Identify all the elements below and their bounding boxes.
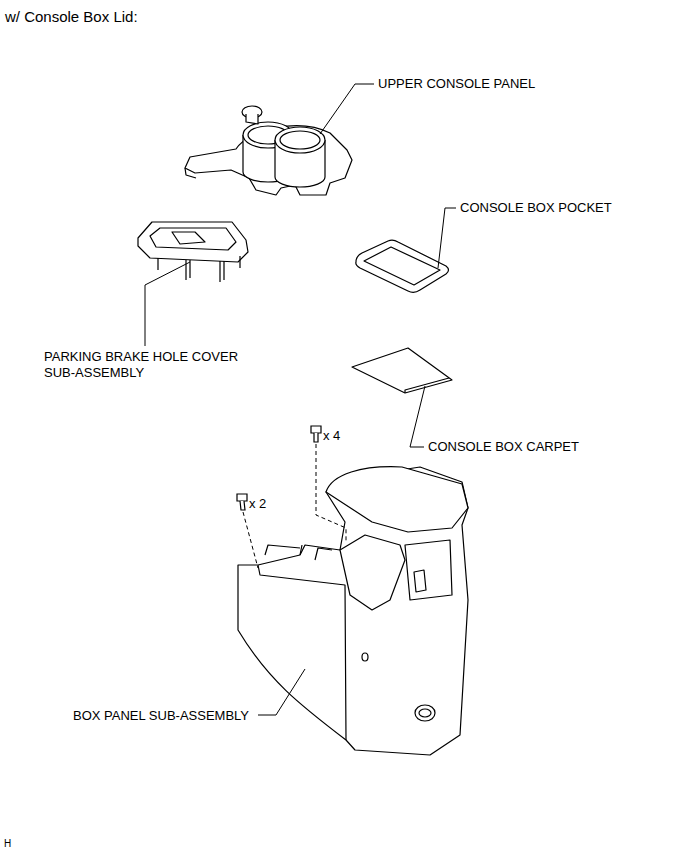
bolt-shank <box>314 433 318 442</box>
panel-outline <box>238 467 468 755</box>
bolt-shank <box>240 501 245 510</box>
leader-line <box>410 386 425 447</box>
leader-lines <box>145 84 456 715</box>
panel-recess <box>340 535 405 610</box>
pocket-outline <box>356 240 449 292</box>
panel-window <box>405 540 452 600</box>
quantity-note: x 2 <box>249 496 266 512</box>
upper-console-panel <box>185 106 352 195</box>
leader-line <box>145 262 190 346</box>
panel-brackets <box>265 545 332 560</box>
console-box-pocket <box>356 240 449 292</box>
panel-edge <box>258 565 346 740</box>
cover-body <box>138 222 248 262</box>
quantity-note: x 4 <box>323 428 340 444</box>
panel-switch <box>414 570 426 592</box>
install-guides <box>243 444 346 568</box>
part-name: CONSOLE BOX POCKET <box>460 200 612 216</box>
dashed-guide <box>316 444 346 542</box>
figure-code: H <box>4 838 11 850</box>
part-name: PARKING BRAKE HOLE COVER SUB-ASSEMBLY <box>44 349 259 381</box>
panel-edge <box>185 168 196 178</box>
part-name: UPPER CONSOLE PANEL <box>378 76 535 92</box>
parking-brake-hole-cover <box>138 222 248 282</box>
leader-line <box>320 84 374 134</box>
armrest-lid <box>326 467 468 532</box>
knob-stem <box>246 114 258 124</box>
panel-socket <box>415 705 435 721</box>
cup-holder-inner <box>280 131 320 149</box>
panel-hole <box>362 653 368 661</box>
console-box-carpet <box>352 348 452 393</box>
carpet-outline <box>352 348 452 393</box>
cover-detail <box>172 232 205 244</box>
cup-holder-rim <box>275 127 325 153</box>
cover-recess <box>150 228 236 250</box>
panel-body <box>185 126 352 195</box>
pocket-inner <box>364 247 440 285</box>
box-panel-sub-assembly <box>238 467 468 755</box>
bolt-head <box>311 426 321 433</box>
dashed-guide <box>243 512 258 568</box>
section-heading: w/ Console Box Lid: <box>5 8 138 26</box>
part-name: CONSOLE BOX CARPET <box>428 439 579 455</box>
panel-socket-inner <box>419 709 431 717</box>
leader-line <box>258 669 305 715</box>
bolt-head <box>237 494 247 501</box>
leader-line <box>438 208 456 268</box>
carpet-edge <box>405 378 449 393</box>
part-name: BOX PANEL SUB-ASSEMBLY <box>73 708 249 724</box>
cover-clips <box>158 256 240 282</box>
